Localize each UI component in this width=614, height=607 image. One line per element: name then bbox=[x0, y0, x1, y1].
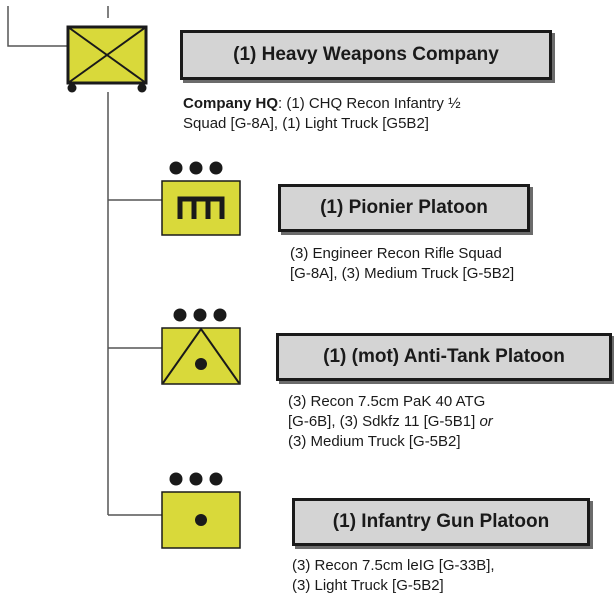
company-title: (1) Heavy Weapons Company bbox=[180, 30, 552, 80]
pionier-platoon-symbol bbox=[161, 161, 241, 236]
infantry-gun-platoon-title: (1) Infantry Gun Platoon bbox=[292, 498, 590, 546]
pionier-platoon-description: (3) Engineer Recon Rifle Squad [G-8A], (… bbox=[290, 245, 515, 282]
anti-tank-platoon-symbol bbox=[161, 308, 241, 385]
company-hq-description: Company HQ: (1) CHQ Recon Infantry ½ Squ… bbox=[183, 95, 461, 132]
anti-tank-platoon-title: (1) (mot) Anti-Tank Platoon bbox=[276, 333, 612, 381]
company-symbol bbox=[66, 25, 148, 93]
infantry-gun-platoon-description: (3) Recon 7.5cm leIG [G-33B], (3) Light … bbox=[292, 557, 495, 594]
pionier-platoon-title: (1) Pionier Platoon bbox=[278, 184, 530, 232]
hq-label: Company HQ bbox=[183, 95, 279, 112]
infantry-gun-platoon-symbol bbox=[161, 472, 241, 549]
company-title-text: (1) Heavy Weapons Company bbox=[233, 44, 499, 65]
anti-tank-platoon-description: (3) Recon 7.5cm PaK 40 ATG [G-6B], (3) S… bbox=[288, 393, 493, 450]
